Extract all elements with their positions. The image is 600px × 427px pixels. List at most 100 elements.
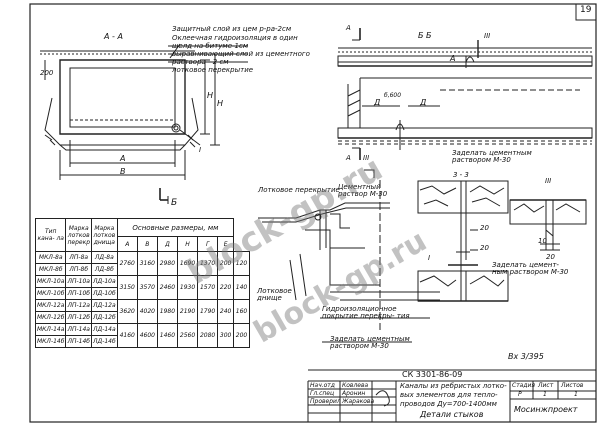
col-header-trough-mark: Марка лотков днища — [91, 218, 118, 252]
note-leaders — [168, 43, 248, 63]
table-cell: МКЛ-8б — [34, 263, 67, 276]
callout-seal-joint-3: Заделать цементным раствором М-30 — [330, 335, 410, 350]
dim-600: б,600 — [384, 92, 402, 99]
dim-20-c: 20 — [546, 253, 555, 261]
table-cell: МКЛ-12б — [34, 311, 67, 324]
cut-label-a-top: А — [346, 24, 351, 32]
layer-note-4: выравнивающий слой из цементного — [172, 50, 310, 58]
dim-200: 200 — [40, 69, 54, 77]
dim-20-a: 20 — [480, 224, 489, 232]
table-cell: МКЛ-10б — [34, 287, 67, 300]
col-header-d: Д — [156, 236, 178, 252]
page-number: 19 — [580, 5, 592, 15]
table-cell: 140 — [233, 275, 250, 300]
col-header-cover-mark: Марка лотков перекр — [65, 218, 92, 252]
table-cell: МКЛ-14а — [34, 323, 67, 336]
stage-value: Р — [518, 391, 522, 398]
roman-label-i-a: I — [199, 146, 202, 154]
roman-label-ii: III — [484, 32, 491, 40]
title-line-3: проводов Ду=700-1400мм — [400, 400, 497, 408]
doc-code: СК 3301-86-09 — [402, 370, 463, 379]
sheet-frame — [29, 3, 597, 423]
table-cell: 2760 — [116, 251, 138, 276]
title-line-4: Детали стыков — [420, 410, 484, 419]
title-line-1: Каналы из ребристых лотко- — [400, 382, 507, 390]
dim-a: А — [120, 154, 126, 163]
table-cell: ЛД-8б — [91, 263, 118, 276]
table-cell: ЛД-14б — [91, 335, 118, 348]
callout-waterproof-cover: Гидроизоляционное покрытие перекры- тия — [322, 305, 410, 320]
table-cell: ЛД-12а — [91, 299, 118, 312]
page-number-box — [575, 3, 597, 21]
dimensions-table: Тип кана- ла Марка лотков перекр Марка л… — [34, 217, 250, 348]
role-1: Нач.отд — [310, 382, 335, 389]
role-2: Гл.спец — [310, 390, 335, 397]
dim-d-1: Д — [374, 98, 381, 107]
table-cell: 4020 — [136, 299, 158, 324]
callout-tray-trough: Лотковое днище — [257, 287, 292, 302]
table-cell: ЛП-12а — [65, 299, 92, 312]
layer-note-2: Оклеечная гидроизоляция в один — [172, 34, 298, 42]
col-header-type: Тип кана- ла — [34, 218, 67, 252]
table-cell: ЛП-14а — [65, 323, 92, 336]
section-label-aa: А - А — [104, 32, 123, 41]
section-label-bb: Б Б — [418, 31, 432, 40]
col-header-a: А — [116, 236, 138, 252]
table-cell: МКЛ-10а — [34, 275, 67, 288]
role-3: Проверил — [310, 398, 341, 405]
section-label-33: 3 - 3 — [453, 171, 469, 179]
table-cell: 3570 — [136, 275, 158, 300]
sheet-label: Лист — [538, 382, 554, 389]
table-cell: 2460 — [156, 275, 178, 300]
callout-cement-mortar: Цементный раствор М-30 — [338, 183, 388, 198]
table-cell: ЛД-12б — [91, 311, 118, 324]
table-cell: 2190 — [176, 299, 199, 324]
sheets-value: 1 — [574, 391, 578, 398]
dim-h-outer: Н — [217, 99, 224, 108]
table-cell: 300 — [217, 323, 235, 348]
layer-note-6: лотковое перекрытие — [172, 66, 254, 74]
callout-tray-cover: Лотковое перекрытие — [258, 186, 340, 194]
table-cell: ЛП-12б — [65, 311, 92, 324]
table-cell: 1790 — [197, 299, 219, 324]
table-cell: ЛП-14б — [65, 335, 92, 348]
table-cell: 2980 — [156, 251, 178, 276]
table-cell: 3160 — [136, 251, 158, 276]
title-line-2: вых элементов для тепло- — [400, 391, 498, 399]
table-cell: ЛП-8б — [65, 263, 92, 276]
dim-h-inner: Н — [207, 91, 214, 100]
dim-a-bb: А — [450, 54, 456, 63]
dim-20-b: 20 — [480, 244, 489, 252]
table-cell: 200 — [233, 323, 250, 348]
table-cell: 1980 — [156, 299, 178, 324]
cut-label-b: Б — [171, 198, 178, 208]
table-cell: ЛД-14а — [91, 323, 118, 336]
section-33-lower — [417, 260, 509, 302]
section-33-upper — [417, 180, 509, 260]
callout-seal-joint-1: Заделать цементным раствором М-30 — [452, 149, 532, 164]
table-cell: 240 — [217, 299, 235, 324]
dim-b: В — [120, 167, 126, 176]
table-cell: ЛП-8а — [65, 251, 92, 264]
table-cell: ЛД-8а — [91, 251, 118, 264]
table-cell: ЛД-10б — [91, 287, 118, 300]
table-cell: 4600 — [136, 323, 158, 348]
table-cell: ЛП-10а — [65, 275, 92, 288]
section-bb-drawing — [337, 28, 593, 160]
joint-detail-drawing — [258, 169, 440, 343]
col-header-b: В — [136, 236, 158, 252]
roman-label-i-b: I — [428, 254, 431, 262]
sheets-label: Листов — [561, 382, 584, 389]
table-cell: 2560 — [176, 323, 199, 348]
sheet-value: 1 — [543, 391, 547, 398]
table-cell: 4160 — [116, 323, 138, 348]
layer-note-3: шелд на битуме-1см — [172, 42, 249, 50]
table-cell: 2080 — [197, 323, 219, 348]
